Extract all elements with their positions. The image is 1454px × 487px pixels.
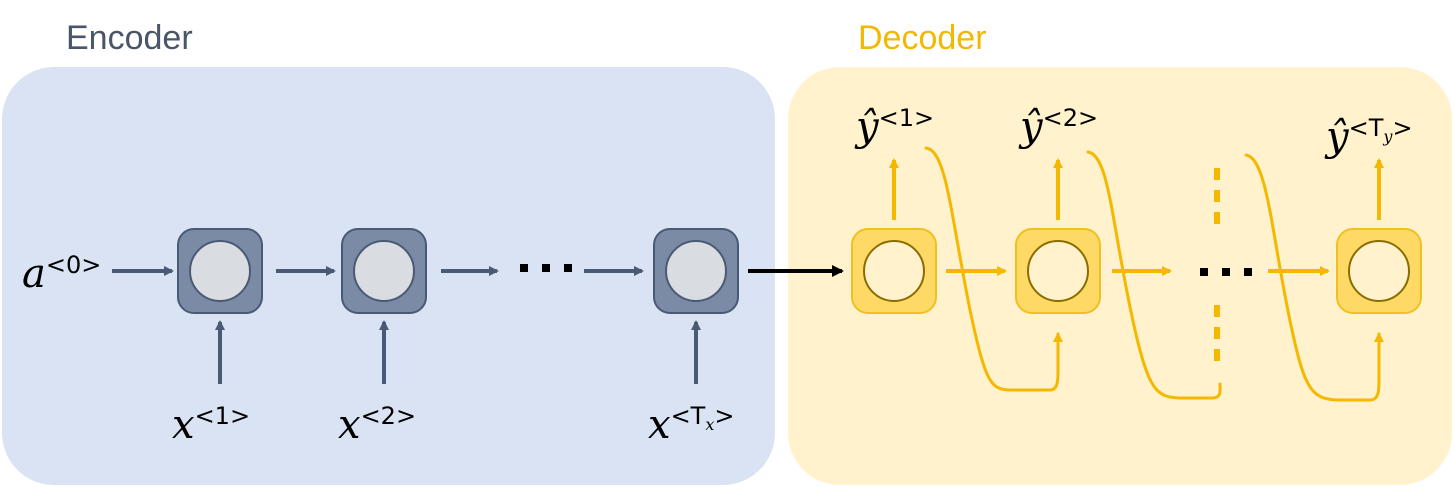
output-label: ŷ<1> <box>854 104 934 150</box>
encoder-cell <box>177 228 263 314</box>
encoder-cell <box>653 228 739 314</box>
output-label: ŷ<2> <box>1018 104 1098 150</box>
input-label: x<2> <box>338 402 416 448</box>
initial-state-label: a<0> <box>22 251 101 297</box>
encoder-ellipsis <box>520 264 572 272</box>
input-label: x<1> <box>172 402 250 448</box>
feedback-loop <box>1244 153 1384 402</box>
feedback-loop <box>924 146 1063 392</box>
output-label: ŷ<Ty> <box>1324 114 1413 160</box>
decoder-cell <box>1336 228 1422 314</box>
input-label: x<Tx> <box>648 402 734 448</box>
decoder-ellipsis <box>1200 268 1252 276</box>
decoder-vertical-ellipsis <box>1214 168 1220 361</box>
decoder-panel <box>788 67 1452 485</box>
encoder-title: Encoder <box>66 19 193 57</box>
decoder-title: Decoder <box>858 19 987 57</box>
encoder-cell <box>341 228 427 314</box>
decoder-cell <box>851 228 937 314</box>
feedback-loop <box>1086 150 1222 400</box>
decoder-cell <box>1015 228 1101 314</box>
